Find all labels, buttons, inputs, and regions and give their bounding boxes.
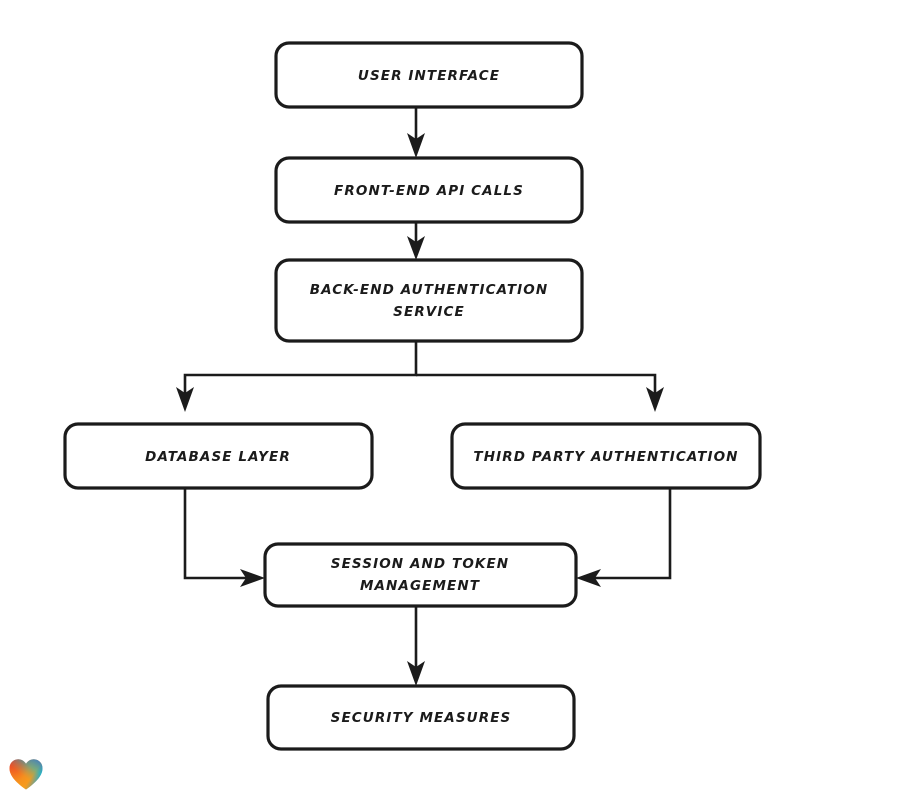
edge-session-and-token-management-to-security-measures (407, 606, 425, 686)
node-back-end-authentication-service-label-line-1: BACK-END AUTHENTICATION (310, 282, 549, 298)
edge-third-party-authentication-to-session-and-token-management (576, 488, 672, 587)
node-database-layer[interactable]: DATABASE LAYER (63, 422, 374, 490)
node-back-end-authentication-service-shape[interactable] (274, 258, 584, 343)
edge-back-end-authentication-service-to-third-party-authentication (416, 373, 664, 412)
node-session-and-token-management-shape[interactable] (263, 542, 578, 608)
node-security-measures-shape[interactable] (266, 684, 576, 751)
node-session-and-token-management[interactable]: SESSION AND TOKEN MANAGEMENT (263, 542, 578, 608)
node-user-interface[interactable]: USER INTERFACE (274, 41, 584, 109)
node-session-and-token-management-label-line-2: MANAGEMENT (360, 578, 481, 594)
edge-user-interface-to-front-end-api-calls (407, 107, 425, 158)
node-group: USER INTERFACE FRONT-END API CALLS BACK-… (63, 41, 762, 751)
node-third-party-authentication[interactable]: THIRD PARTY AUTHENTICATION (450, 422, 762, 490)
node-user-interface-label: USER INTERFACE (358, 68, 500, 84)
edge-front-end-api-calls-to-back-end-authentication-service (407, 222, 425, 260)
heart-icon (9, 759, 43, 790)
node-database-layer-shape[interactable] (63, 422, 374, 490)
node-session-and-token-management-label-line-1: SESSION AND TOKEN (331, 556, 509, 572)
node-database-layer-label: DATABASE LAYER (145, 449, 291, 465)
node-third-party-authentication-shape[interactable] (450, 422, 762, 490)
node-front-end-api-calls-shape[interactable] (274, 156, 584, 224)
edge-group (176, 107, 672, 686)
node-front-end-api-calls[interactable]: FRONT-END API CALLS (274, 156, 584, 224)
node-third-party-authentication-label: THIRD PARTY AUTHENTICATION (473, 449, 738, 465)
node-back-end-authentication-service-label-line-2: SERVICE (393, 304, 465, 320)
edge-database-layer-to-session-and-token-management (183, 488, 265, 587)
node-security-measures[interactable]: SECURITY MEASURES (266, 684, 576, 751)
edge-back-end-authentication-service-to-database-layer (176, 341, 418, 412)
node-front-end-api-calls-label: FRONT-END API CALLS (334, 183, 524, 199)
node-user-interface-shape[interactable] (274, 41, 584, 109)
node-back-end-authentication-service[interactable]: BACK-END AUTHENTICATION SERVICE (274, 258, 584, 343)
node-security-measures-label: SECURITY MEASURES (331, 710, 512, 726)
